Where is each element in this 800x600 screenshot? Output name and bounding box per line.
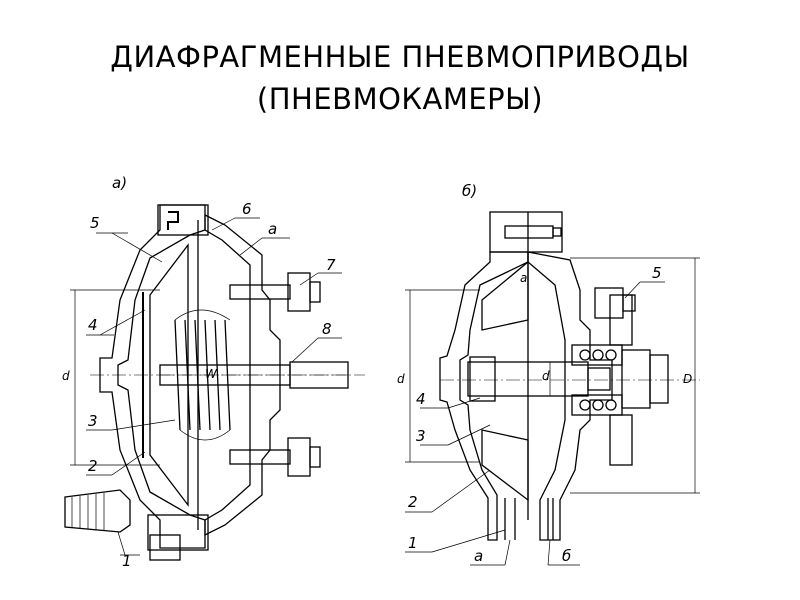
a-bottom-nut [149,534,181,561]
b-dim-inner-d: d [542,369,550,383]
a-bottom-clamp [147,514,209,551]
a-air-fitting [64,489,131,533]
a-label-w: W [205,367,218,381]
b-left-cover [439,251,529,541]
a-label-8: 8 [322,320,332,338]
a-label-a: a [268,220,277,238]
b-rod-nut [469,356,496,402]
a-label-6: 6 [242,200,252,218]
a-dim-d-label: d [62,369,70,383]
a-diaphragm-plate [149,243,189,507]
b-end-body [621,349,651,409]
b-label-a-top: a [520,271,527,285]
b-label-b: б [562,547,571,565]
b-label-a: a [474,547,483,565]
a-top-clamp [157,204,209,236]
title-line-1: ДИАФРАГМЕННЫЕ ПНЕВМОПРИВОДЫ [110,40,690,74]
a-bolt-bottom [229,449,291,465]
b-lower-bracket [609,414,633,466]
b-upper-plate [481,260,529,331]
diagram-a: а) d [62,174,365,570]
b-label-3: 3 [416,427,426,445]
b-air-channels [504,498,554,540]
a-label-7: 7 [326,256,336,274]
b-dim-D-label: D [683,372,692,386]
diagram-b: б) [397,182,700,566]
b-bolt [594,287,624,319]
a-label-2: 2 [88,457,98,475]
a-label-4: 4 [88,316,98,334]
a-label-3: 3 [88,412,98,430]
b-label-4: 4 [416,390,426,408]
b-dim-d-label: d [397,372,405,386]
a-bolt-top [229,284,291,300]
b-label-2: 2 [408,493,418,511]
b-upper-bracket [609,294,633,346]
a-label-1: 1 [122,552,132,570]
a-spring-ends [174,309,231,441]
diagram-b-caption: б) [462,182,477,200]
b-label-1: 1 [408,534,418,552]
title-line-2: (ПНЕВМОКАМЕРЫ) [256,82,544,116]
b-lower-plate [481,429,529,502]
b-label-5: 5 [652,264,662,282]
a-label-5: 5 [90,214,100,232]
b-top-flange [489,211,563,253]
b-end-nut [649,354,669,404]
diagram-a-caption: а) [112,174,127,192]
slide-title: ДИАФРАГМЕННЫЕ ПНЕВМОПРИВОДЫ (ПНЕВМОКАМЕР… [0,36,800,120]
b-top-bolt [504,225,554,239]
b-right-cover [527,251,613,541]
a-right-cover [204,213,281,537]
